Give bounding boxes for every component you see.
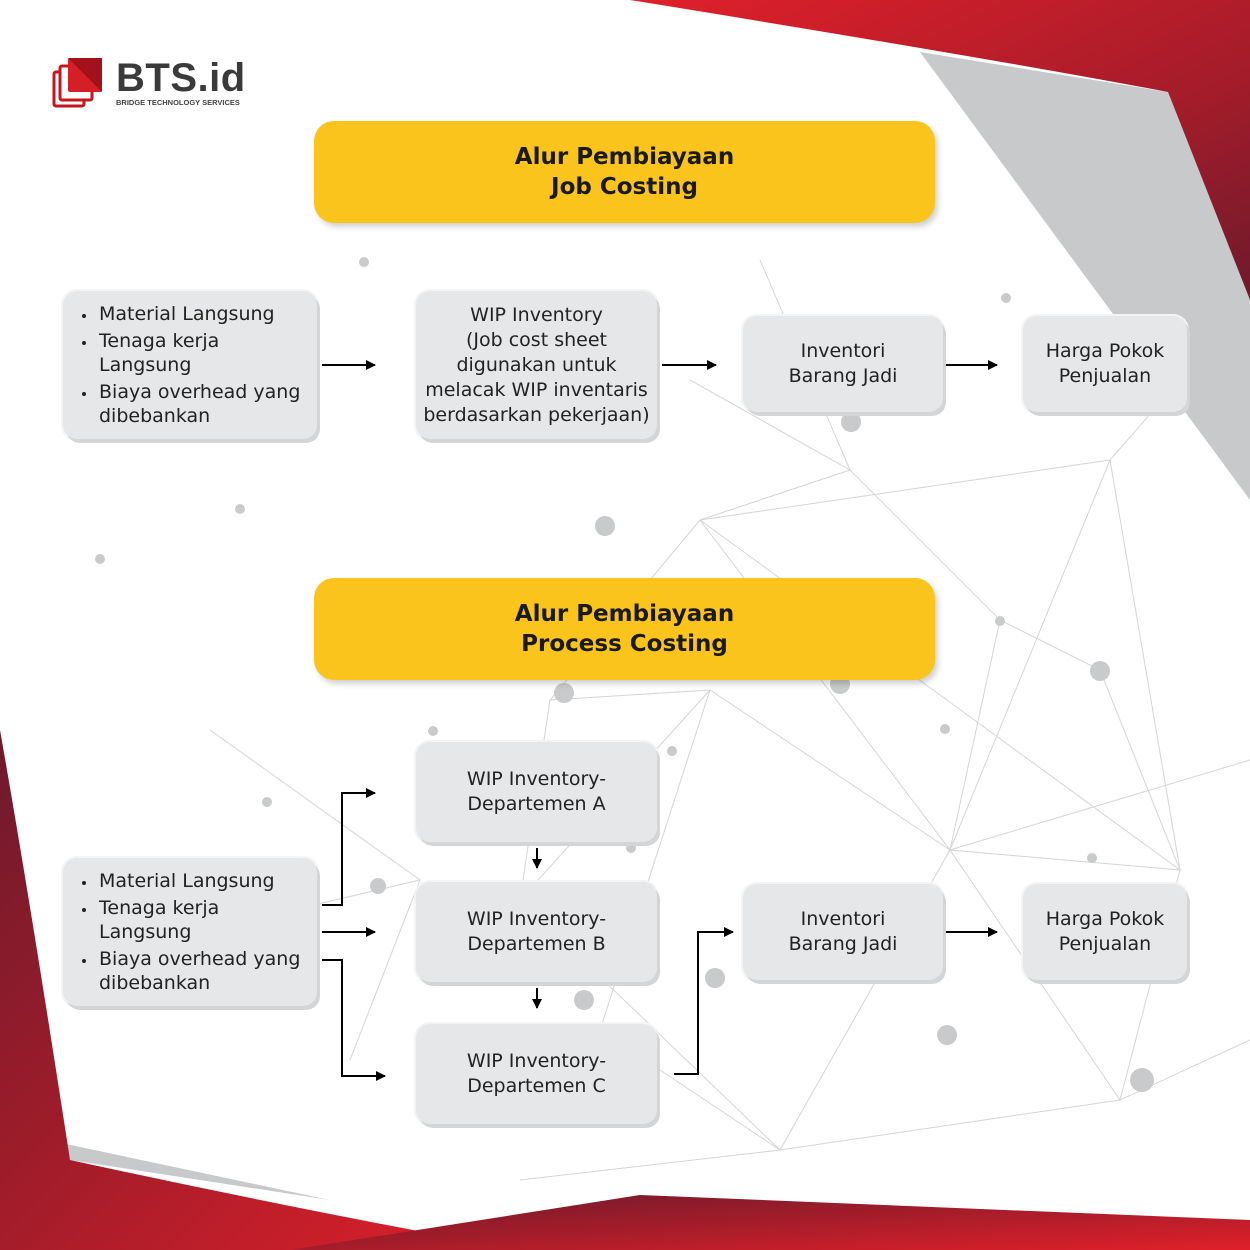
process-costing-inputs-box: Material Langsung Tenaga kerja Langsung … [63, 858, 317, 1006]
bottom-right-red-strip [290, 1195, 1250, 1250]
list-item: Tenaga kerja Langsung [97, 329, 317, 377]
finished-goods-line1: Inventori [800, 908, 886, 930]
bottom-left-red-swoosh [0, 730, 520, 1250]
job-costing-finished-goods-box: Inventori Barang Jadi [743, 316, 943, 412]
wip-department-a-box: WIP Inventory- Departemen A [416, 742, 657, 842]
job-costing-title-banner: Alur Pembiayaan Job Costing [314, 121, 935, 223]
process-costing-cogs-box: Harga Pokok Penjualan [1023, 884, 1187, 980]
cogs-line1: Harga Pokok [1045, 340, 1165, 362]
top-right-red-swoosh [630, 0, 1250, 300]
job-costing-input-list: Material Langsung Tenaga kerja Langsung … [73, 299, 317, 431]
cogs-line2: Penjualan [1058, 365, 1152, 387]
cogs-line1: Harga Pokok [1045, 908, 1165, 930]
job-costing-title-line1: Alur Pembiayaan [514, 144, 735, 170]
cogs-line2: Penjualan [1058, 933, 1152, 955]
list-item: Tenaga kerja Langsung [97, 896, 317, 944]
logo-tagline: BRIDGE TECHNOLOGY SERVICES [116, 98, 240, 107]
network-nodes [95, 257, 1154, 1092]
wip-line: melacak WIP inventaris [425, 378, 648, 401]
department-a-line2: Departemen A [467, 793, 606, 815]
list-item: Biaya overhead yang dibebankan [97, 380, 317, 428]
arrow-process-inputs-to-dept-a [322, 788, 376, 906]
department-c-line1: WIP Inventory- [466, 1050, 607, 1072]
department-c-line2: Departemen C [467, 1075, 606, 1097]
job-costing-inputs-box: Material Langsung Tenaga kerja Langsung … [63, 291, 317, 439]
wip-department-b-box: WIP Inventory- Departemen B [416, 882, 657, 982]
process-costing-title-line1: Alur Pembiayaan [514, 601, 735, 627]
logo-mark-icon [52, 58, 102, 108]
department-b-line2: Departemen B [467, 933, 606, 955]
process-costing-finished-goods-box: Inventori Barang Jadi [743, 884, 943, 980]
process-costing-title-line2: Process Costing [521, 631, 728, 657]
job-costing-cogs-box: Harga Pokok Penjualan [1023, 316, 1187, 412]
finished-goods-line2: Barang Jadi [788, 933, 898, 955]
logo-wordmark: BTS.id [116, 56, 246, 101]
job-costing-wip-box: WIP Inventory (Job cost sheet digunakan … [416, 291, 657, 439]
wip-line: WIP Inventory [470, 303, 603, 326]
wip-line: digunakan untuk [456, 353, 617, 376]
finished-goods-line2: Barang Jadi [788, 365, 898, 387]
process-costing-title-banner: Alur Pembiayaan Process Costing [314, 578, 935, 680]
wip-line: berdasarkan pekerjaan) [423, 403, 650, 426]
list-item: Material Langsung [97, 869, 317, 893]
finished-goods-line1: Inventori [800, 340, 886, 362]
wip-line: (Job cost sheet [466, 328, 607, 351]
logo-name: BTS [116, 56, 198, 100]
department-b-line1: WIP Inventory- [466, 908, 607, 930]
logo-suffix: .id [197, 56, 246, 100]
list-item: Biaya overhead yang dibebankan [97, 947, 317, 995]
arrow-dept-c-to-finished [674, 927, 734, 1075]
job-costing-title-line2: Job Costing [551, 174, 698, 200]
process-costing-input-list: Material Langsung Tenaga kerja Langsung … [73, 866, 317, 998]
department-a-line1: WIP Inventory- [466, 768, 607, 790]
arrow-process-inputs-to-dept-c [322, 959, 386, 1081]
wip-department-c-box: WIP Inventory- Departemen C [416, 1024, 657, 1124]
bts-logo: BTS.id BRIDGE TECHNOLOGY SERVICES [52, 56, 245, 112]
list-item: Material Langsung [97, 302, 317, 326]
